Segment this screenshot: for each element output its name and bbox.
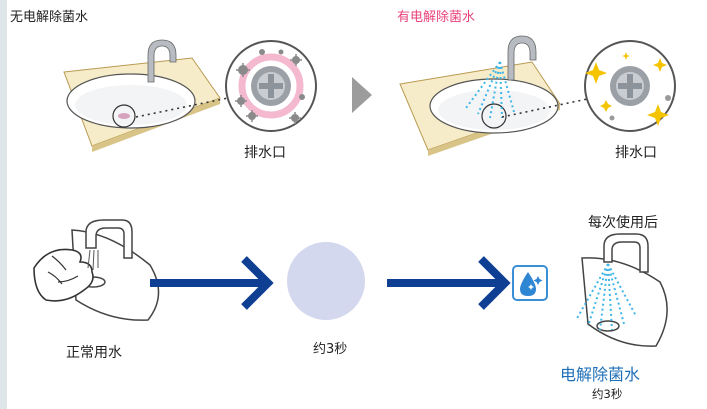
arrow-head bbox=[241, 256, 274, 310]
after-each-use-label: 每次使用后 bbox=[588, 215, 658, 231]
water-stream bbox=[87, 249, 99, 271]
faucet bbox=[85, 219, 133, 259]
water-drop-sparkle-icon bbox=[512, 265, 548, 301]
hand-lines bbox=[47, 255, 79, 285]
panel-title-without: 无电解除菌水 bbox=[10, 10, 89, 25]
normal-use-label: 正常用水 bbox=[66, 345, 122, 361]
drain-highlight-circle bbox=[481, 103, 507, 129]
sparkles bbox=[585, 52, 669, 126]
zoom-dotted-line bbox=[135, 97, 229, 118]
electrolyzed-sink-illustration bbox=[575, 233, 668, 347]
germ bbox=[665, 95, 671, 101]
photo-edge-strip bbox=[0, 0, 7, 409]
drain-zoom-germs bbox=[225, 40, 317, 132]
sparkle-icon bbox=[600, 100, 612, 112]
spray-lines bbox=[465, 61, 515, 119]
drain-highlight-circle bbox=[112, 104, 136, 128]
sparkle-icon bbox=[585, 62, 607, 84]
drop-sparkle bbox=[528, 284, 534, 290]
germ-spikes bbox=[235, 54, 302, 124]
electrolyzed-duration: 约3秒 bbox=[592, 387, 623, 401]
drain-label-with: 排水口 bbox=[615, 145, 657, 161]
small-sparkle bbox=[533, 276, 543, 285]
electrolyzed-water-label: 电解除菌水 bbox=[560, 365, 641, 384]
arrow-head bbox=[478, 256, 511, 310]
spray-lines bbox=[575, 263, 637, 331]
sparkle-icon bbox=[653, 58, 667, 72]
panel-title-with: 有电解除菌水 bbox=[397, 10, 476, 25]
germ bbox=[299, 94, 305, 100]
germ bbox=[609, 115, 615, 121]
water-drop bbox=[520, 272, 536, 296]
germ bbox=[278, 49, 284, 55]
sparkle-icon bbox=[622, 52, 630, 60]
drain-hole bbox=[118, 113, 130, 119]
standby-circle bbox=[287, 242, 365, 320]
play-triangle-icon bbox=[352, 77, 372, 113]
sparkle-icon bbox=[647, 104, 669, 126]
sink-without-illustration bbox=[63, 39, 229, 152]
germ bbox=[259, 49, 265, 55]
handwashing-illustration bbox=[33, 219, 160, 321]
sink-with-illustration bbox=[399, 35, 593, 156]
drain bbox=[596, 320, 620, 332]
drain-label-without: 排水口 bbox=[244, 145, 286, 161]
step-arrow bbox=[387, 256, 511, 310]
basin-inner bbox=[438, 90, 550, 130]
germ-ring bbox=[238, 53, 304, 119]
drain-zoom-clean bbox=[584, 40, 676, 132]
faucet bbox=[507, 35, 537, 81]
basin-inner bbox=[75, 85, 187, 125]
faucet bbox=[603, 233, 649, 273]
step-arrow bbox=[150, 256, 274, 310]
faucet bbox=[147, 39, 177, 83]
standby-duration: 约3秒 bbox=[313, 342, 348, 357]
drain-cross-h bbox=[259, 83, 283, 89]
residual-germs bbox=[609, 95, 671, 121]
hands bbox=[33, 248, 94, 302]
drain-cross-h bbox=[618, 83, 642, 89]
